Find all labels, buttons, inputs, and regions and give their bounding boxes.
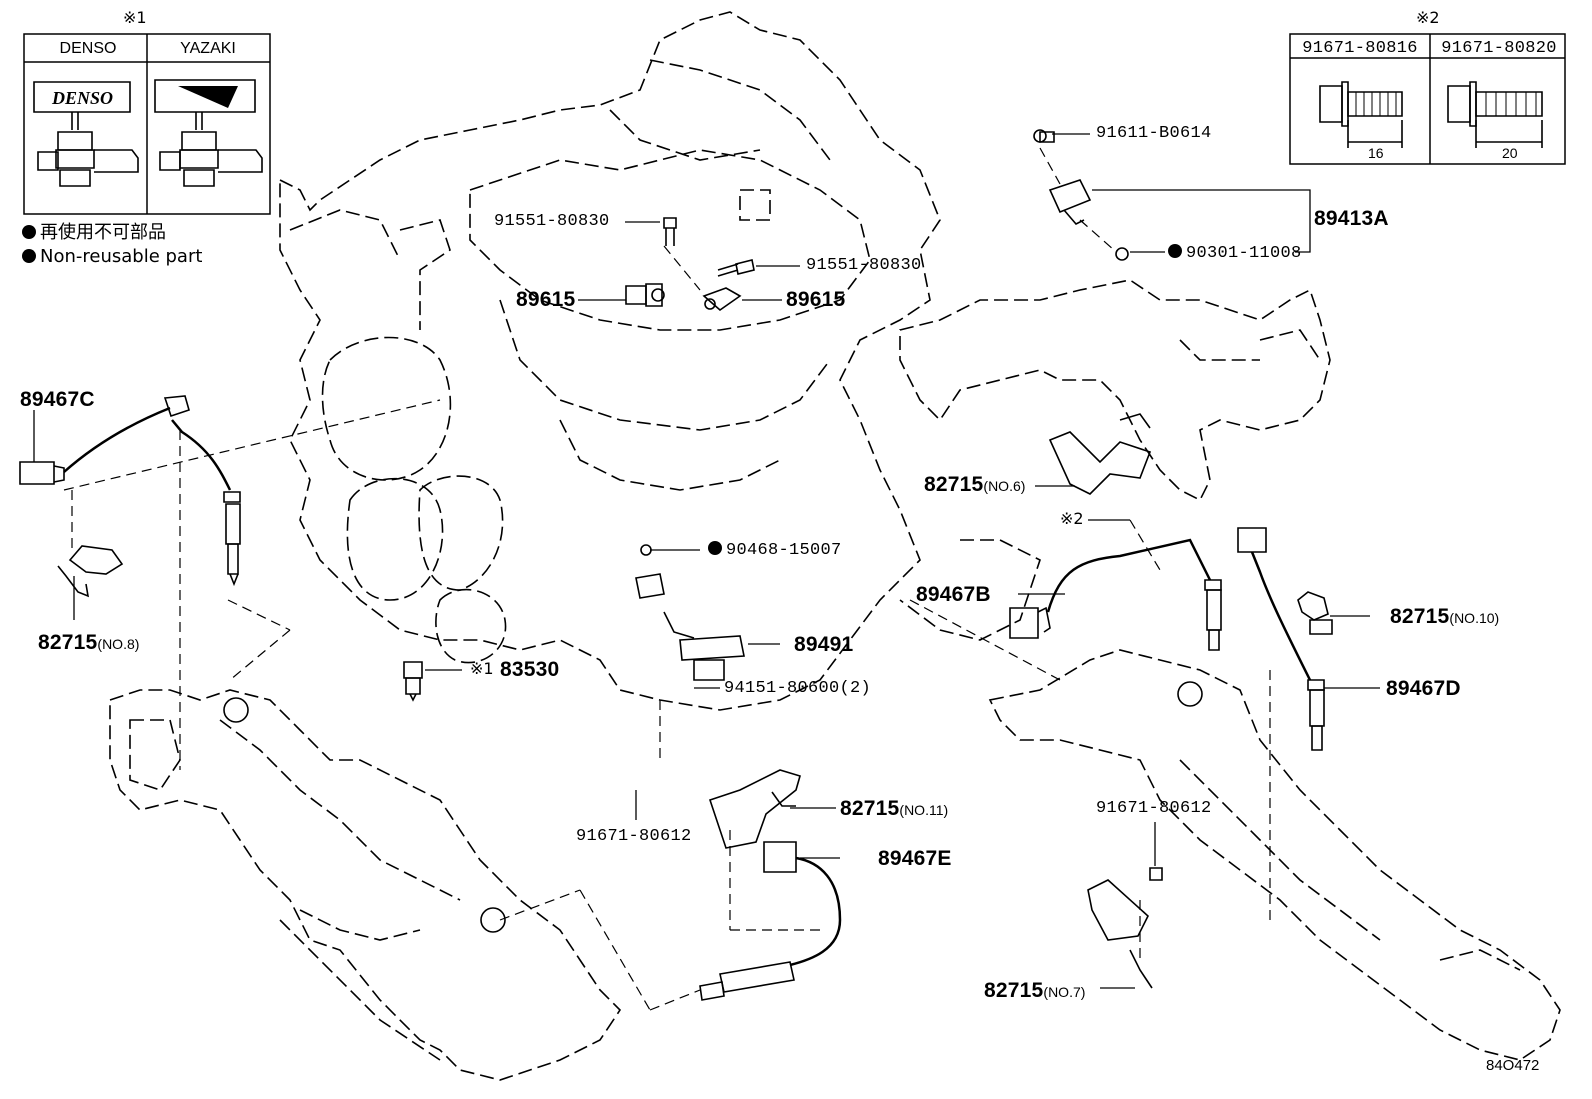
- note1-header-yazaki: YAZAKI: [180, 40, 236, 57]
- figure-id: 84O472: [1486, 1057, 1540, 1074]
- mark1-sensor: ※1: [470, 659, 494, 678]
- label-82715-no10[interactable]: 82715(NO.10): [1390, 606, 1499, 627]
- note1-header-denso: DENSO: [59, 40, 117, 57]
- label-89615-b[interactable]: 89615: [786, 288, 846, 311]
- gasket-center-icon: [481, 908, 505, 932]
- note2-header-80816: 91671-80816: [1302, 39, 1418, 58]
- oxygen-sensor-89467d-icon: [1238, 528, 1324, 750]
- yazaki-logo-icon: [178, 86, 238, 108]
- label-89467e[interactable]: 89467E: [878, 847, 952, 870]
- label-90468-15007-text: 90468-15007: [726, 541, 842, 560]
- non-reusable-dot-icon: [22, 249, 36, 263]
- note2-table: [1290, 34, 1565, 164]
- oxygen-sensor-89467e-icon: [700, 842, 840, 1000]
- oxygen-sensor-89467b-icon: [1010, 540, 1221, 650]
- exhaust-left-outline: [110, 690, 620, 1080]
- legend-item-en: Non-reusable part: [22, 248, 202, 266]
- label-89467d[interactable]: 89467D: [1386, 677, 1461, 700]
- label-82715-no6[interactable]: 82715(NO.6): [924, 474, 1025, 495]
- note1-mark: ※1: [123, 8, 147, 27]
- denso-logo-text: DENSO: [52, 88, 114, 108]
- label-82715-no6-pn: 82715: [924, 473, 984, 496]
- gasket-right-icon: [1178, 682, 1202, 706]
- label-82715-no11[interactable]: 82715(NO.11): [840, 798, 948, 819]
- cam-sensor-89615-a-icon: [626, 284, 664, 306]
- knock-sensor-83530-icon: [404, 662, 422, 700]
- non-reusable-dot-icon: [708, 541, 722, 555]
- label-89467b[interactable]: 89467B: [916, 583, 991, 606]
- label-82715-no7-sub: (NO.7): [1043, 984, 1086, 1000]
- label-82715-no6-sub: (NO.6): [983, 478, 1026, 494]
- speed-sensor-89413a-icon: [1040, 132, 1090, 224]
- non-reusable-dot-icon: [1168, 244, 1182, 258]
- label-91671-80612-a[interactable]: 91671-80612: [576, 827, 692, 846]
- leader-lines: [34, 134, 1380, 988]
- clip-90468-icon: [641, 545, 651, 555]
- bolt-16-icon: [1320, 82, 1402, 148]
- label-89491[interactable]: 89491: [794, 633, 854, 656]
- label-91671-80612-b[interactable]: 91671-80612: [1096, 799, 1212, 818]
- clip-82715-no8-icon: [58, 546, 122, 596]
- oxygen-sensor-89467c-icon: [20, 396, 240, 584]
- bolt-91551-a-icon: [664, 218, 676, 246]
- label-89467c[interactable]: 89467C: [20, 388, 95, 411]
- legend-item-jp: 再使用不可部品: [22, 224, 166, 242]
- label-90301-11008-text: 90301-11008: [1186, 244, 1302, 263]
- label-91551-80830-a[interactable]: 91551-80830: [494, 212, 610, 231]
- cam-sensor-89615-b-icon: [704, 288, 740, 310]
- transmission-outline: [900, 280, 1330, 640]
- label-94151-80600[interactable]: 94151-80600(2): [724, 679, 872, 698]
- label-82715-no10-sub: (NO.10): [1449, 610, 1500, 626]
- label-91611-b0614[interactable]: 91611-B0614: [1096, 124, 1212, 143]
- label-89413a[interactable]: 89413A: [1314, 207, 1389, 230]
- legend-item-jp-text: 再使用不可部品: [40, 222, 166, 243]
- bracket-82715-no7-icon: [1088, 868, 1162, 988]
- label-82715-no10-pn: 82715: [1390, 605, 1450, 628]
- mark2-bolt: ※2: [1060, 509, 1084, 528]
- exhaust-right-outline: [990, 650, 1560, 1060]
- label-82715-no11-sub: (NO.11): [899, 802, 949, 818]
- label-82715-no8-pn: 82715: [38, 631, 98, 654]
- note2-mark: ※2: [1416, 8, 1440, 27]
- relation-lines: [64, 148, 1270, 1010]
- label-91551-80830-b[interactable]: 91551-80830: [806, 256, 922, 275]
- washer-90301-icon: [1116, 248, 1128, 260]
- note1-table: [24, 34, 270, 214]
- label-82715-no8-sub: (NO.8): [97, 636, 140, 652]
- label-82715-no8[interactable]: 82715(NO.8): [38, 632, 139, 653]
- label-82715-no7[interactable]: 82715(NO.7): [984, 980, 1085, 1001]
- bolt-91551-b-icon: [718, 260, 754, 276]
- label-90468-15007[interactable]: 90468-15007: [708, 541, 842, 559]
- label-83530[interactable]: 83530: [500, 658, 560, 681]
- yazaki-sensor-icon: [160, 112, 262, 186]
- label-90301-11008[interactable]: 90301-11008: [1168, 244, 1302, 262]
- bracket-82715-no6-icon: [1050, 414, 1150, 494]
- bolt-20-icon: [1448, 82, 1542, 148]
- legend-item-en-text: Non-reusable part: [40, 246, 203, 267]
- gasket-left-icon: [224, 698, 248, 722]
- clip-82715-no10-icon: [1298, 592, 1332, 634]
- bolt-length-20: 20: [1502, 145, 1518, 161]
- label-82715-no7-pn: 82715: [984, 979, 1044, 1002]
- engine-block-outline: [280, 12, 940, 710]
- note2-header-80820: 91671-80820: [1441, 39, 1557, 58]
- denso-sensor-icon: [38, 112, 138, 186]
- bolt-91611-icon: [1034, 130, 1046, 142]
- crank-sensor-89491-icon: [636, 574, 744, 680]
- label-82715-no11-pn: 82715: [840, 797, 900, 820]
- non-reusable-dot-icon: [22, 225, 36, 239]
- bolt-length-16: 16: [1368, 145, 1384, 161]
- bracket-82715-no11-icon: [710, 770, 800, 848]
- label-89615-a[interactable]: 89615: [516, 288, 576, 311]
